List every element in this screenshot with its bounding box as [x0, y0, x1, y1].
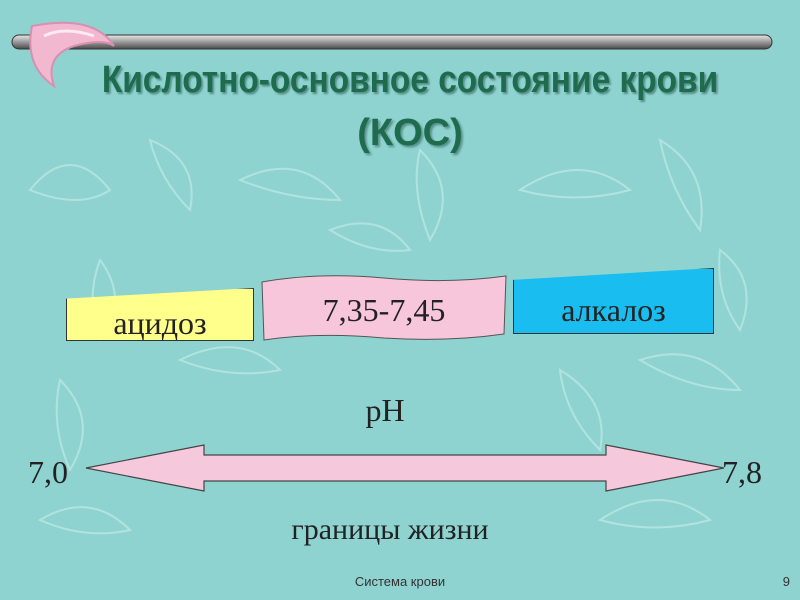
title-divider-bar [11, 34, 773, 50]
slide-subtitle: (КОС) [357, 112, 463, 154]
scale-max-value: 7,8 [722, 454, 762, 490]
acidosis-box: ацидоз [66, 288, 254, 341]
alkalosis-box: алкалоз [513, 268, 714, 334]
page-number: 9 [782, 574, 790, 589]
footer-text: Система крови [354, 574, 446, 589]
life-limits-label: границы жизни [291, 513, 489, 546]
scale-min-value: 7,0 [28, 454, 68, 490]
decorative-swoosh-icon [29, 21, 115, 89]
slide-title: Кислотно-основное состояние крови [101, 59, 719, 101]
norm-range-label: 7,35-7,45 [322, 292, 446, 328]
ph-label: pH [365, 392, 405, 428]
norm-range-shape [261, 275, 507, 341]
double-arrow-icon [85, 444, 725, 492]
